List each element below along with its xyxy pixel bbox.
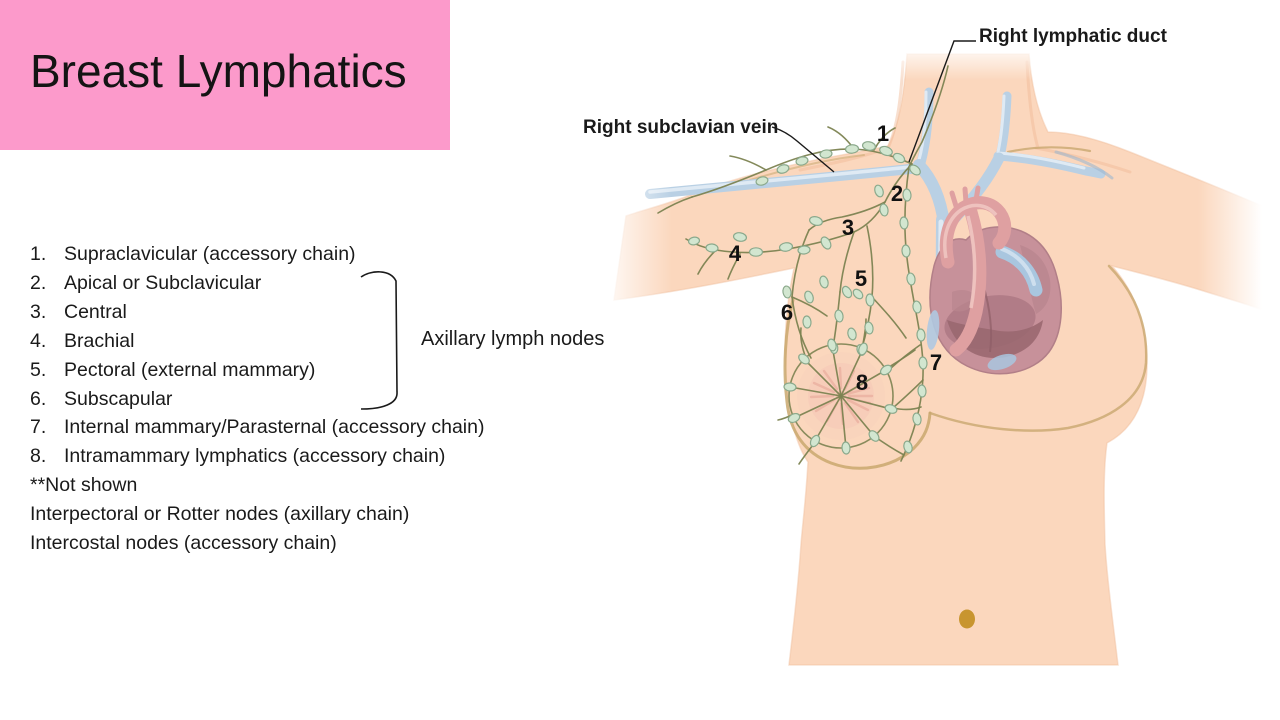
- legend-item: 7. Internal mammary/Parasternal (accessor…: [30, 413, 630, 442]
- legend-item-marker: 7.: [30, 416, 47, 439]
- legend-note-text: Intercostal nodes (accessory chain): [30, 532, 337, 555]
- legend-note: **Not shown: [30, 471, 630, 500]
- leader-right-lymphatic-duct: [908, 40, 976, 163]
- axillary-bracket: [360, 271, 398, 410]
- legend-item-marker: 5.: [30, 358, 47, 381]
- legend-note-text: **Not shown: [30, 474, 138, 497]
- figure-number-8: 8: [855, 370, 869, 395]
- title-banner: Breast Lymphatics: [0, 0, 450, 150]
- legend-item-text: Brachial: [64, 329, 135, 352]
- legend-item: 6. Subscapular: [30, 385, 630, 414]
- legend-item-marker: 2.: [30, 271, 47, 294]
- figure-number-1: 1: [876, 121, 890, 146]
- navel: [959, 609, 975, 629]
- legend-item: 1. Supraclavicular (accessory chain): [30, 240, 630, 269]
- legend-item-marker: 1.: [30, 243, 47, 265]
- axillary-lymph-nodes-label: Axillary lymph nodes: [421, 328, 605, 350]
- legend-note: Intercostal nodes (accessory chain): [30, 529, 630, 558]
- figure-number-3: 3: [841, 215, 855, 240]
- leader-right-subclavian-vein: [771, 126, 835, 173]
- legend-list: 1. Supraclavicular (accessory chain) 2. Ap…: [30, 240, 630, 558]
- figure-number-6: 6: [780, 300, 794, 325]
- heart: [926, 185, 1062, 375]
- legend-item-text: Pectoral (external mammary): [64, 358, 316, 381]
- page-title: Breast Lymphatics: [30, 45, 407, 97]
- right-subclavian-vein-label: Right subclavian vein: [583, 117, 779, 138]
- legend-item-text: Intramammary lymphatics (accessory chain…: [64, 445, 446, 468]
- legend-item-marker: 6.: [30, 387, 47, 410]
- lymphatic-vessels: [657, 65, 949, 465]
- leader-lines: [771, 40, 976, 173]
- legend-item-text: Internal mammary/Parasternal (accessory …: [64, 416, 485, 439]
- legend-note-text: Interpectoral or Rotter nodes (axillary …: [30, 503, 410, 526]
- legend-item-text: Supraclavicular (accessory chain): [64, 243, 356, 265]
- aorta-branches: [949, 185, 981, 209]
- legend-item-marker: 4.: [30, 329, 47, 352]
- lymph-nodes: [687, 141, 928, 455]
- figure-number-7: 7: [929, 350, 943, 375]
- legend-item-text: Apical or Subclavicular: [64, 271, 262, 294]
- breast-outlines: [783, 264, 1148, 470]
- legend-item: 4. Brachial: [30, 327, 630, 356]
- edge-fades: [560, 44, 1280, 338]
- legend-item-text: Central: [64, 300, 127, 323]
- legend-item: 8. Intramammary lymphatics (accessory cha…: [30, 442, 630, 471]
- legend-item: 2. Apical or Subclavicular: [30, 269, 630, 298]
- legend-item-marker: 3.: [30, 300, 47, 323]
- torso: [613, 53, 1277, 666]
- legend-item: 5. Pectoral (external mammary): [30, 356, 630, 385]
- figure-number-4: 4: [728, 241, 742, 266]
- legend-item-text: Subscapular: [64, 387, 173, 410]
- legend-item-marker: 8.: [30, 445, 47, 468]
- legend-item: 3. Central: [30, 298, 630, 327]
- figure-number-5: 5: [854, 266, 868, 291]
- figure-number-2: 2: [890, 181, 904, 206]
- right-lymphatic-duct-label: Right lymphatic duct: [979, 26, 1167, 47]
- legend-note: Interpectoral or Rotter nodes (axillary …: [30, 500, 630, 529]
